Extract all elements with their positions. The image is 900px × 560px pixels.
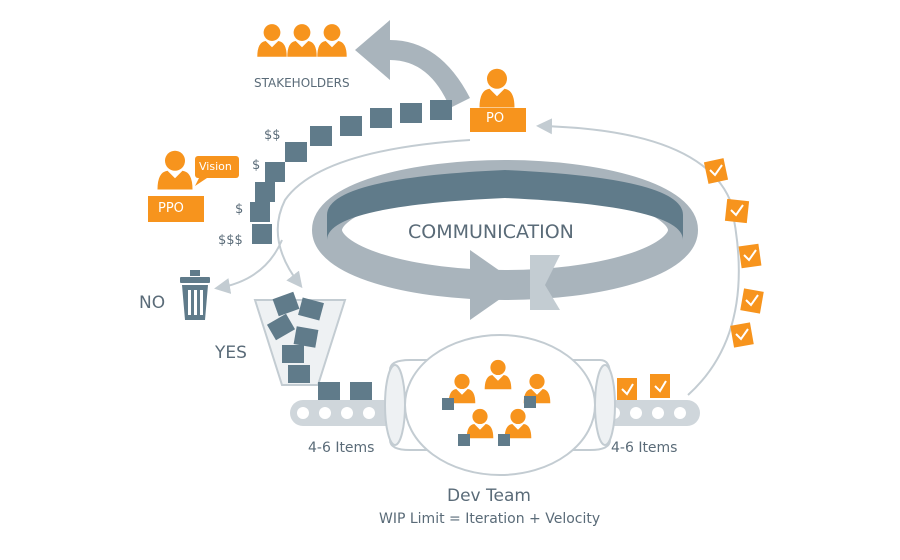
money-label-3: $: [235, 202, 244, 217]
circular-arrow-icon: [470, 250, 520, 320]
ppo-icon: [148, 150, 239, 222]
money-label-1: $$: [264, 128, 281, 143]
reject-flow-line: [214, 239, 283, 294]
stakeholders-group: [257, 24, 347, 57]
no-label: NO: [139, 293, 166, 313]
communication-label: COMMUNICATION: [408, 221, 574, 243]
backlog-items: [250, 100, 452, 244]
trash-icon: [180, 270, 210, 320]
backlog-flow-line: [276, 139, 471, 289]
money-label-4: $$$: [218, 233, 243, 248]
wip-limit-label: WIP Limit = Iteration + Velocity: [379, 511, 601, 527]
money-label-2: $: [252, 158, 261, 173]
dev-team-label: Dev Team: [447, 486, 531, 506]
stakeholders-label: STAKEHOLDERS: [254, 76, 350, 90]
left-conveyor-belt-icon: [290, 382, 400, 426]
po-icon: [470, 68, 526, 132]
po-label: PO: [486, 111, 505, 126]
vision-label: Vision: [199, 160, 232, 173]
right-items-label: 4-6 Items: [611, 440, 678, 456]
yes-label: YES: [215, 343, 247, 363]
communication-ring: [312, 160, 698, 320]
funnel-icon: [253, 291, 347, 386]
stakeholder-feedback-arrow: [355, 20, 470, 108]
checkmark-icon: [709, 164, 759, 341]
dev-team-pipe: [384, 334, 616, 476]
ppo-label: PPO: [158, 201, 184, 216]
dev-team-tasks: [442, 396, 536, 446]
left-items-label: 4-6 Items: [308, 440, 375, 456]
